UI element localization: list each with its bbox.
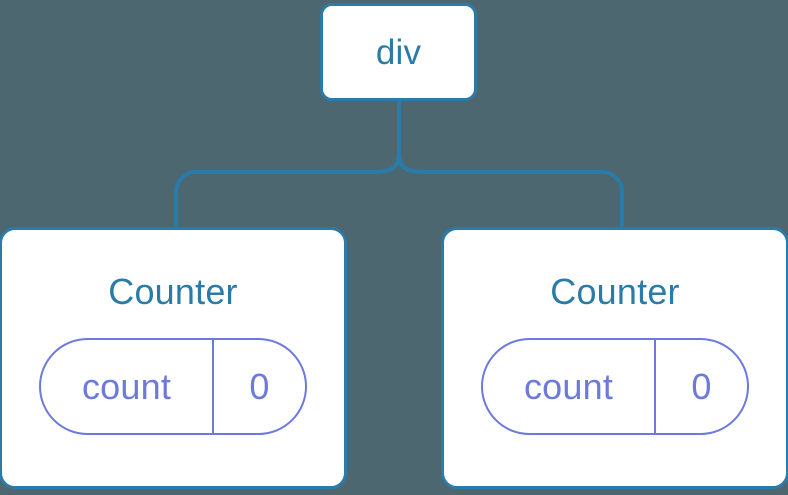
state-value-label: 0 — [249, 365, 270, 407]
connector-branch-left — [174, 151, 401, 227]
state-pill[interactable]: count 0 — [481, 338, 749, 435]
state-value-cell: 0 — [656, 340, 747, 433]
state-value-label: 0 — [691, 365, 712, 407]
node-component-counter-1[interactable]: Counter count 0 — [0, 227, 347, 489]
root-node-label: div — [375, 32, 422, 72]
node-root-div[interactable]: div — [320, 3, 477, 101]
state-key-cell: count — [41, 340, 214, 433]
state-pill[interactable]: count 0 — [39, 338, 307, 435]
state-key-label: count — [523, 365, 614, 407]
connector-branch-right — [397, 151, 624, 227]
node-component-counter-2[interactable]: Counter count 0 — [441, 227, 788, 489]
state-key-cell: count — [483, 340, 656, 433]
component-title: Counter — [550, 271, 680, 312]
state-key-label: count — [81, 365, 172, 407]
state-value-cell: 0 — [214, 340, 305, 433]
component-title: Counter — [108, 271, 238, 312]
